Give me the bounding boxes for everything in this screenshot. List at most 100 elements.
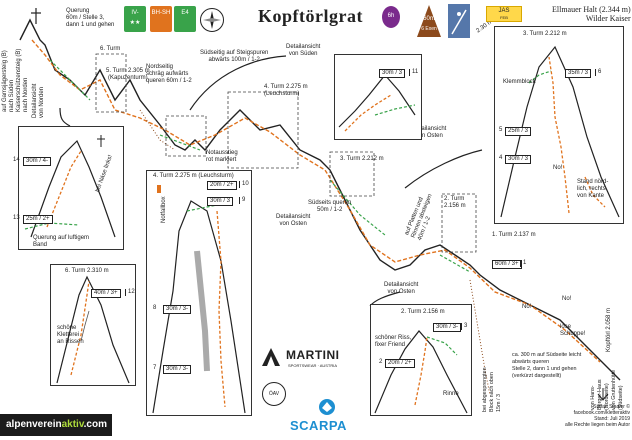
pitch-14-num: 14	[13, 157, 20, 163]
grade-stars: ★★	[129, 20, 141, 26]
oeav-logo-icon: ÖAV	[262, 382, 286, 406]
pitch-2-text: 20m / 2+	[388, 360, 412, 366]
inset-turm2: 2. Turm 2.156 m 30m / 3- 3 20m / 2+ 2 sc…	[370, 304, 472, 416]
label-suedseitig-steig: Südseitig auf Steigspuren abwärts 100m /…	[200, 50, 269, 63]
compass-icon	[200, 8, 224, 32]
pitch-10-text: 20m / 2+	[210, 182, 234, 188]
inset-turm3-title: 3. Turm 2.212 m	[523, 31, 567, 37]
grade-text: IV-	[131, 10, 139, 16]
pitch-8-text: 30m / 3-	[166, 306, 189, 312]
summit-sub: Wilder Kaiser	[585, 14, 631, 23]
pitch-13: 25m / 2+	[23, 215, 53, 224]
e-text: E4	[181, 10, 189, 16]
approach-line	[139, 109, 491, 396]
label-no-turm3: No!	[553, 165, 563, 171]
footer-site[interactable]: alpenvereinaktiv.com	[0, 414, 112, 436]
label-detail-osten-1: Detailansicht von Osten	[276, 214, 311, 227]
label-schoene-kletterei: schöne Kletterei an Rissen	[57, 325, 84, 345]
pitch-9: 30m / 3	[207, 197, 234, 206]
label-turm3: 3. Turm 2.212 m	[340, 156, 384, 162]
rope-badge: 60m 6 Exen	[416, 4, 442, 38]
jas-text: JAS	[498, 8, 510, 14]
summit-info: Ellmauer Halt (2.344 m) Wilder Kaiser	[552, 5, 631, 23]
detail-frame-turm5	[165, 115, 207, 157]
inset-turm3: 3. Turm 2.212 m Klemmblock 35m / 3 6 25m…	[494, 26, 624, 224]
pitch-11-num: 11	[409, 69, 418, 76]
pitch-1-text: 60m / 3+	[495, 261, 519, 267]
label-turm1: 1. Turm 2.137 m	[492, 232, 536, 238]
pitch-12: 40m / 3+	[91, 289, 121, 298]
pitch-6-text: 35m / 3	[568, 70, 589, 76]
start-arrow-icon	[597, 388, 609, 401]
detail-frame-turm4	[227, 91, 299, 169]
label-notausstieg: Notausstieg rot markiert	[206, 150, 238, 163]
inset-turm4-drawing	[152, 185, 246, 414]
label-notfallbox: Notfallbox	[161, 196, 167, 223]
inset-turm6-top-drawing	[24, 135, 116, 238]
label-riss: schöner Riss, fixer Friend	[375, 335, 412, 348]
inset-turm2-title: 2. Turm 2.156 m	[401, 309, 445, 315]
label-detail-osten-3: Detailansicht von Osten	[384, 282, 419, 295]
detail-frame-turm3	[329, 151, 375, 197]
label-rinne: Rinne	[443, 391, 459, 397]
label-kopftorl: Kopftörl 2.058 m	[606, 307, 612, 352]
pitch-10: 20m / 2+	[207, 181, 237, 190]
exen-text: 6 Exen	[421, 26, 437, 32]
pitch-8-num: 8	[153, 305, 157, 311]
detail-frame-turm6	[95, 53, 127, 113]
label-turm5: 5. Turm 2.305 m (Kapuzenturm)	[106, 68, 150, 81]
pitch-14: 30m / 4-	[23, 157, 52, 166]
label-detail-norden: Detailansicht von Norden	[32, 83, 45, 118]
label-querung: Querung 60m / Stelle 3, dann 1 und gehen	[66, 8, 115, 28]
inset-turm2-drawing	[374, 330, 468, 414]
inset-turm6: 6. Turm 2.310 m 40m / 3+ 12 schöne Klett…	[50, 264, 136, 386]
inset-turm6-top: 30m / 4- 14 25m / 2+ 13 bei Näse links! …	[13, 126, 124, 250]
bh-text: BH-SH	[151, 10, 171, 16]
pitch-10-num: 10	[239, 181, 249, 188]
pitch-2-num: 2	[379, 359, 383, 365]
route-title: Kopftörlgrat	[258, 6, 363, 26]
pitch-12-text: 40m / 3+	[94, 290, 118, 296]
traverse-line	[49, 59, 471, 273]
summit-name: Ellmauer Halt (2.344 m)	[552, 5, 631, 14]
label-turm6: 6. Turm	[100, 46, 121, 52]
pitch-2: 20m / 2+	[385, 359, 415, 368]
pitch-4-num: 4	[499, 155, 503, 161]
inset-turm4-title: 4. Turm 2.275 m (Leuchsturm)	[153, 173, 234, 179]
inset-turm6-title: 6. Turm 2.310 m	[65, 268, 109, 274]
inset-detail-sueden-drawing	[338, 74, 416, 132]
label-stand: Stand nörd- lich, rechts von Kante	[577, 179, 609, 199]
pitch-9-text: 30m / 3	[210, 198, 231, 204]
label-turm4: 4. Turm 2.275 m (Leuchsturm)	[264, 84, 308, 97]
label-lose: lose Schuppe!	[560, 324, 586, 337]
footer-site-c: .com	[83, 419, 107, 430]
approach-badge	[448, 4, 470, 38]
label-nordseitig: Nordseitig schräg aufwärts queren 60m / …	[146, 64, 192, 84]
footer-site-a: alpenverein	[6, 419, 62, 430]
martini-sub: SPORTSWEAR · AUSTRIA	[288, 363, 338, 368]
pitch-13-text: 25m / 2+	[26, 216, 50, 222]
scarpa-brand: SCARPA	[290, 418, 347, 433]
pitch-3-num: 3	[461, 323, 467, 330]
martini-logo-icon	[260, 346, 282, 368]
pitch-13-num: 13	[13, 215, 20, 221]
pitch-6-num: 6	[595, 69, 601, 76]
callout-arrow-north	[59, 107, 71, 127]
label-suedseits: Südseits queren 50m / 1-2	[308, 200, 352, 213]
pitch-6: 35m / 3	[565, 69, 592, 78]
pitch-7-text: 30m / 3-	[166, 366, 189, 372]
label-detail-sueden: Detailansicht von Süden	[286, 44, 321, 57]
label-klemmblock: Klemmblock	[503, 79, 536, 85]
inset-turm6-drawing	[56, 275, 130, 384]
label-no-1: No!	[522, 304, 532, 310]
summit-cross-icon	[31, 8, 41, 24]
martini-brand: MARTINI	[286, 348, 340, 362]
ridge-outline	[19, 18, 621, 381]
pitch-1: 60m / 3+	[492, 260, 522, 269]
footer-site-b: aktiv	[61, 419, 84, 430]
route-line-main	[31, 39, 601, 363]
pitch-3-text: 30m / 3-	[436, 324, 459, 330]
inset-turm1: 60m / 3+ 1	[474, 240, 526, 270]
feb-text: FEB	[500, 15, 508, 20]
pitch-5: 25m / 3	[505, 127, 532, 136]
